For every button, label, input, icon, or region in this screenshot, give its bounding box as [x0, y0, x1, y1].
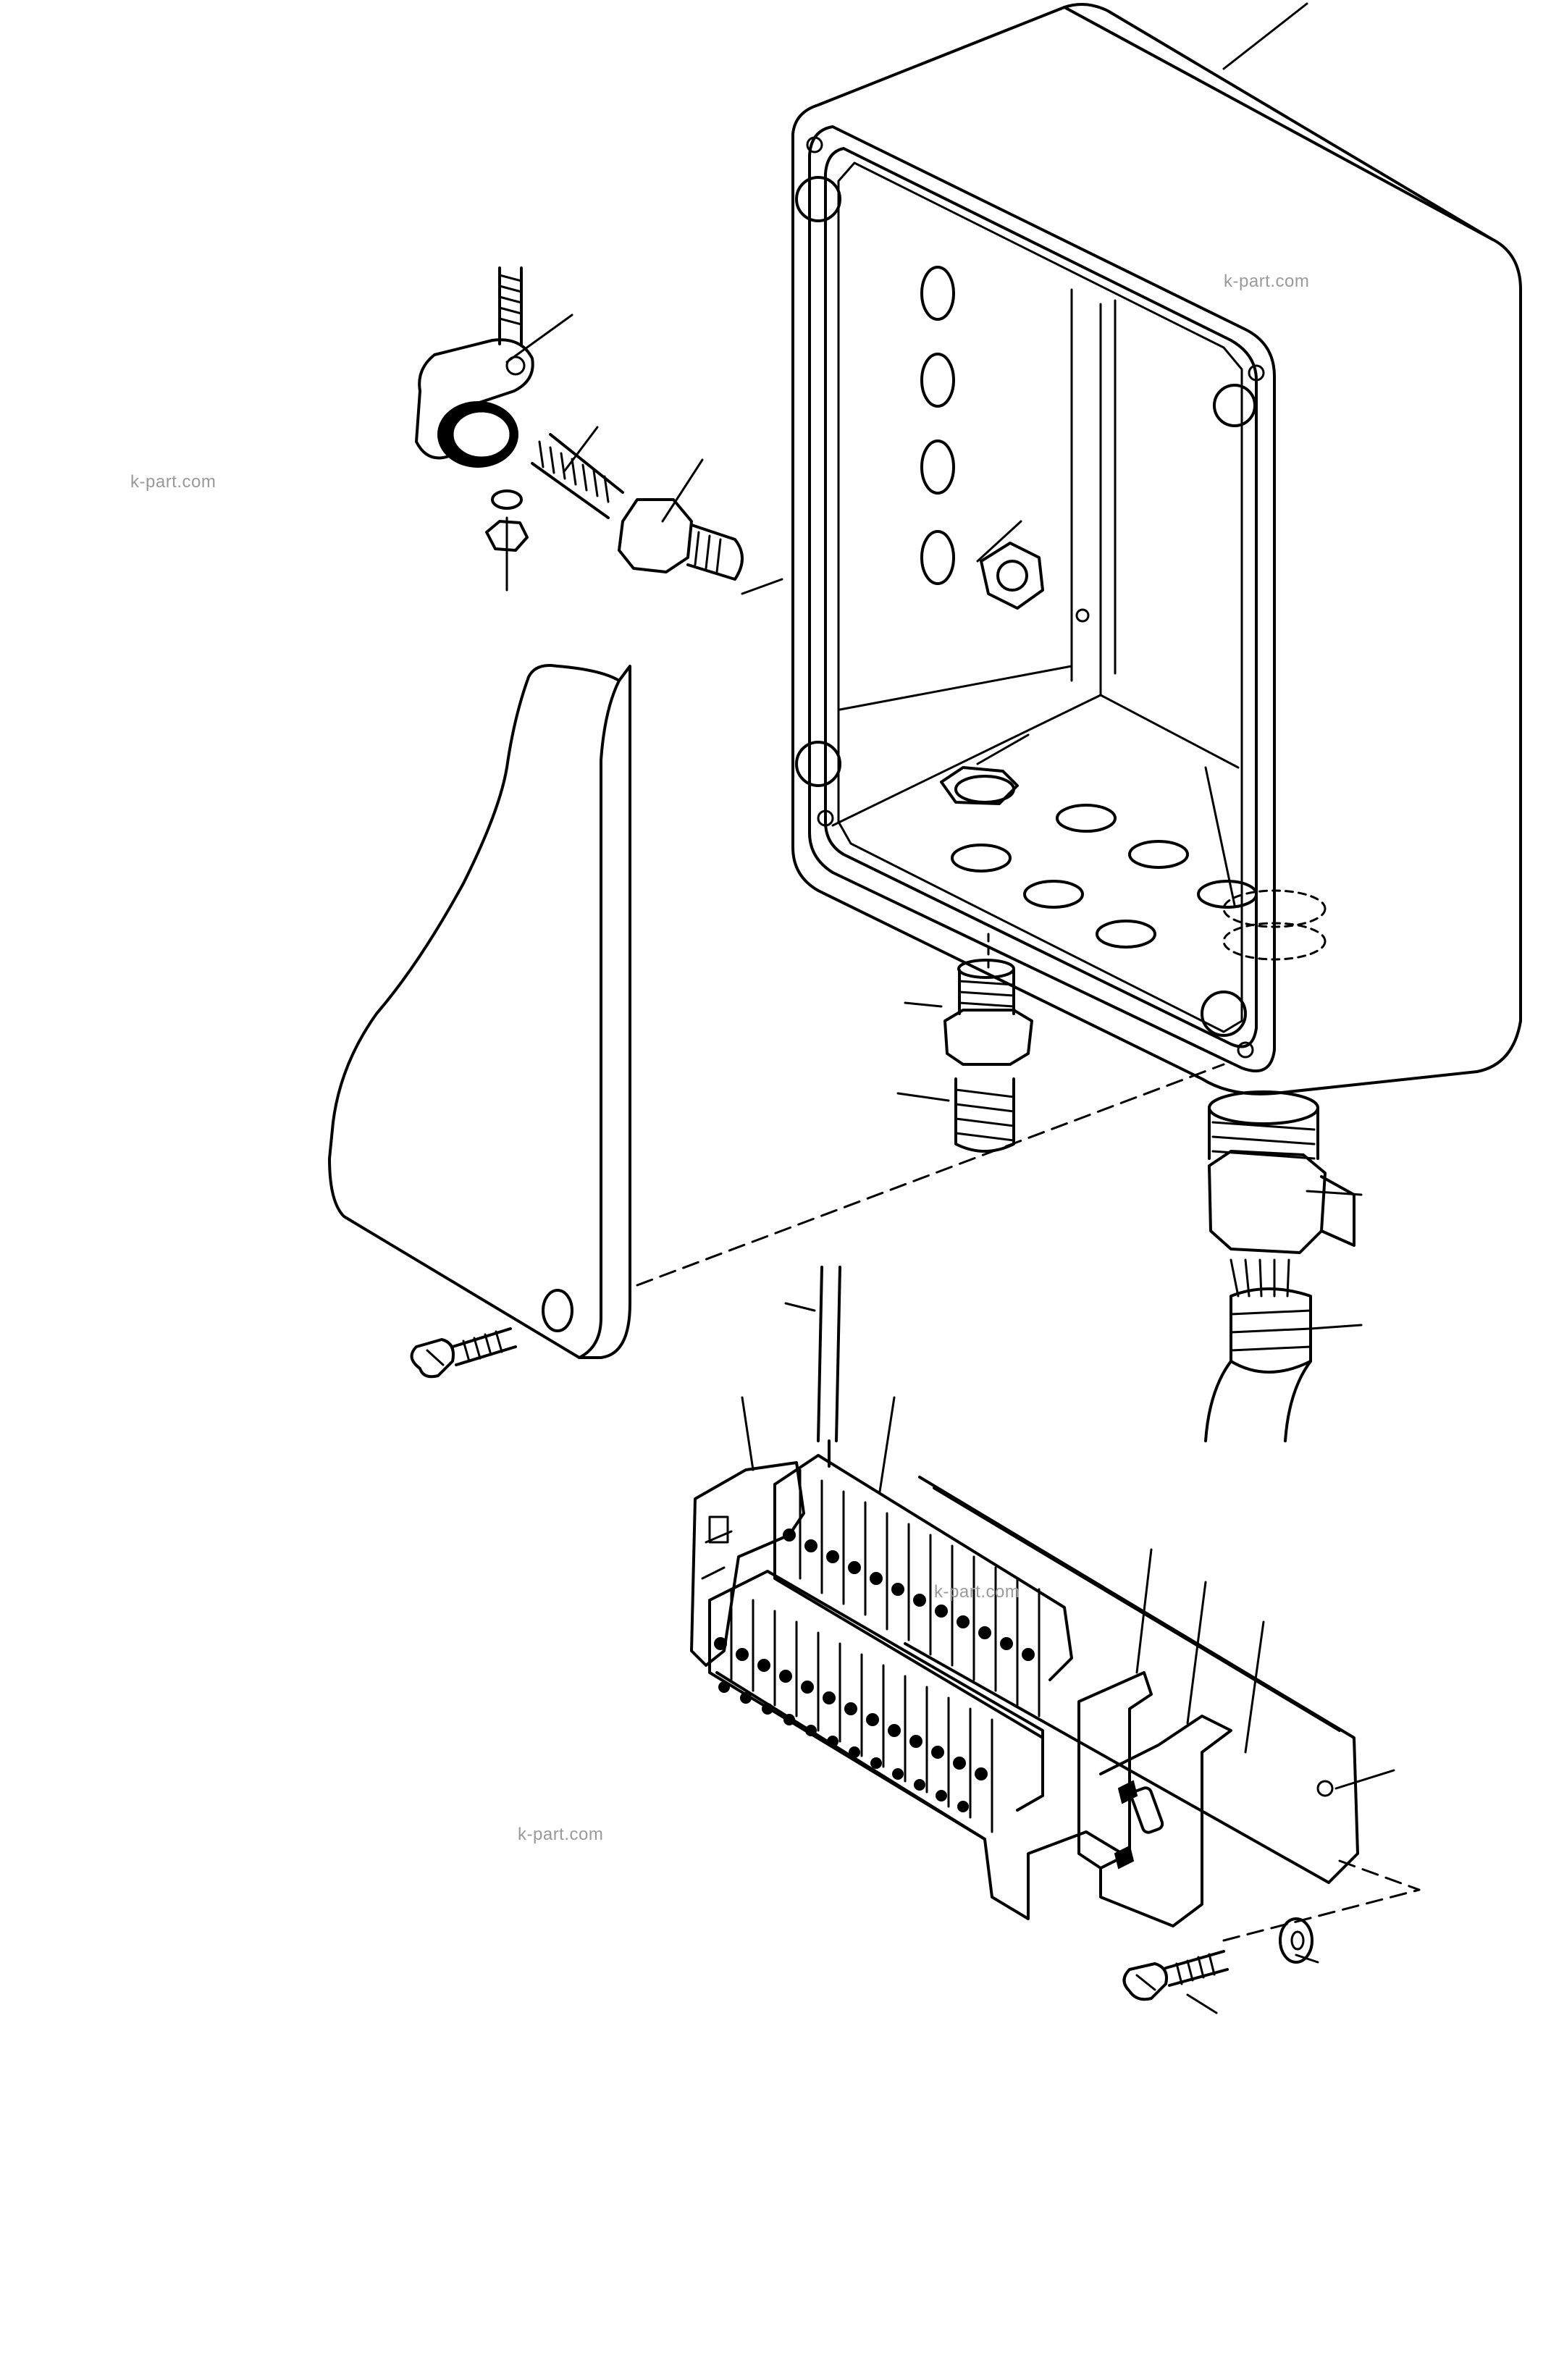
- watermark-text: k-part.com: [934, 1582, 1020, 1602]
- cable-gland-large: [1204, 1090, 1355, 1442]
- watermark-text: k-part.com: [1224, 272, 1310, 291]
- cable-clamp-assembly: [415, 266, 744, 581]
- cable-gland-small: [943, 959, 1033, 1153]
- mounting-bracket: [328, 664, 631, 1379]
- terminal-cells-row-bottom: [718, 1681, 969, 1812]
- mounting-screw-and-washer: [1122, 1917, 1313, 2001]
- terminal-leader-lines: [741, 1396, 1395, 2014]
- terminal-block-strip: [690, 1454, 1359, 1927]
- assembly-dashed-lines: [636, 933, 1421, 1942]
- leader-lines: [505, 2, 1363, 1330]
- watermark-text: k-part.com: [130, 472, 217, 492]
- wire: [784, 1266, 841, 1468]
- terminal-cells-row-top: [783, 1468, 1041, 1717]
- junction-box-enclosure: [791, 3, 1522, 1096]
- watermark-text: k-part.com: [518, 1825, 604, 1844]
- terminal-cells-row-middle: [714, 1588, 993, 1833]
